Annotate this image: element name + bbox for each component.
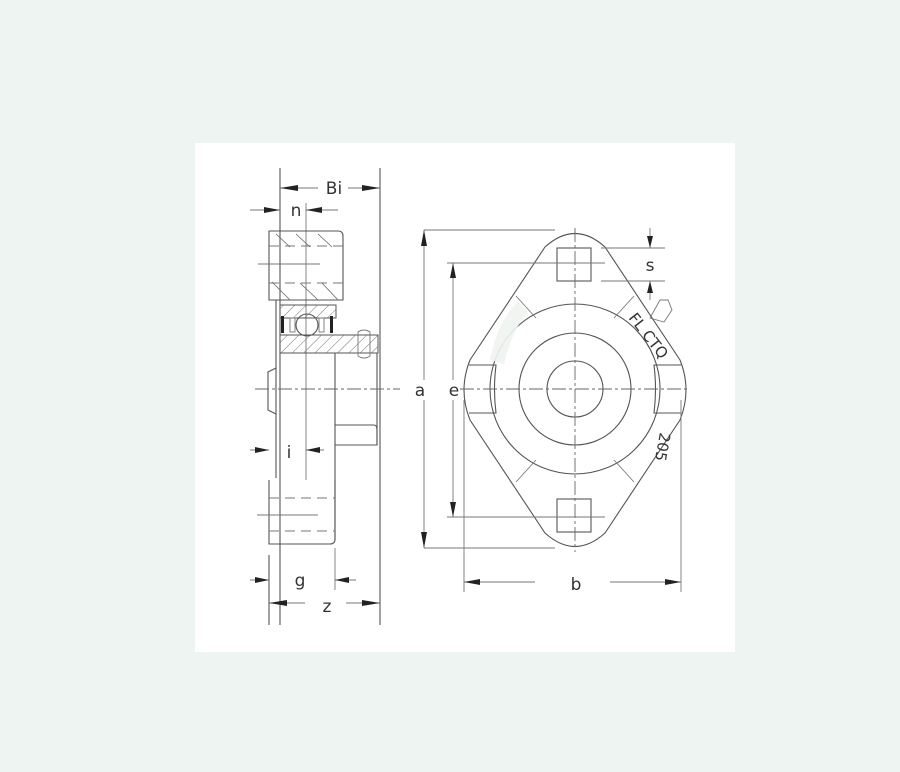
housing-top-lug [268, 230, 344, 301]
housing-marking-series: FL CTQ [625, 309, 672, 362]
dimension-label-i: i [287, 443, 292, 463]
outer-ring [279, 304, 337, 319]
set-screw [357, 329, 371, 359]
side-view: Bi n i g z [250, 168, 400, 625]
grease-nipple [649, 299, 673, 323]
dimension-label-b: b [571, 575, 582, 595]
inner-ring-extension [335, 424, 378, 446]
front-view: FL CTQ 205 a e s b [415, 228, 690, 595]
dimension-label-s: s [646, 256, 655, 276]
drawing-panel [195, 143, 735, 652]
inner-ring [279, 334, 379, 354]
housing-bottom-lug [268, 480, 336, 545]
bolt-hole-bottom [556, 498, 592, 533]
housing-pilot [267, 367, 277, 415]
brand-watermark [490, 302, 528, 364]
flange-outline [463, 233, 687, 547]
dimension-label-z: z [323, 597, 332, 617]
dimension-label-e: e [449, 381, 459, 401]
dimension-label-Bi: Bi [326, 179, 342, 199]
dimension-label-g: g [295, 571, 306, 591]
dimension-label-n: n [291, 201, 302, 221]
housing-marking-size: 205 [651, 431, 674, 462]
bolt-hole-top [556, 247, 592, 282]
dimension-label-a: a [415, 381, 425, 401]
